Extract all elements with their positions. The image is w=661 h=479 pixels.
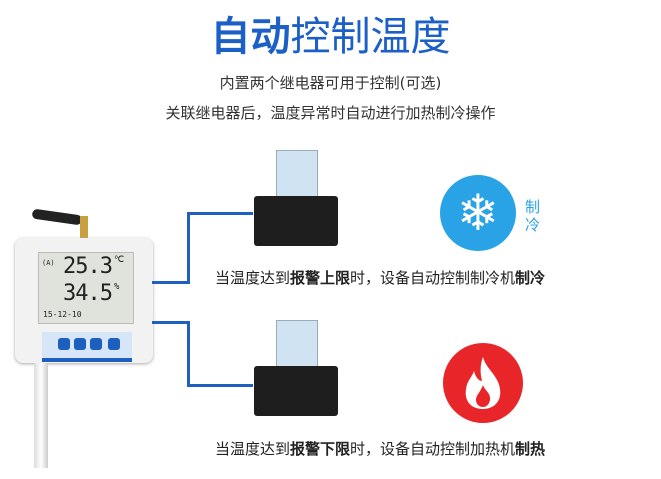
subtitle-1: 内置两个继电器可用于控制(可选) (219, 74, 442, 92)
caption-bold: 报警上限 (290, 269, 351, 287)
mute-button[interactable] (108, 338, 120, 350)
antenna-base (80, 216, 88, 240)
subtitle-2: 关联继电器后，温度异常时自动进行加热制冷操作 (165, 104, 496, 122)
caption-bold: 制冷 (515, 269, 546, 287)
wire (187, 384, 253, 387)
lcd-temperature-row: 25.3 ℃ (63, 255, 124, 279)
lcd-hum-unit: % (113, 282, 120, 292)
lcd-date: 15-12-10 (43, 310, 82, 319)
caption-bold: 报警下限 (290, 440, 351, 458)
flame-icon (443, 343, 523, 423)
antenna (31, 208, 83, 226)
caption-text: 当温度达到 (215, 440, 291, 458)
down-button[interactable] (90, 338, 102, 350)
heating-caption: 当温度达到报警下限时，设备自动控制加热机制热 (215, 438, 545, 459)
cooling-caption: 当温度达到报警上限时，设备自动控制制冷机制冷 (215, 267, 545, 288)
cooling-label: 制冷 (525, 198, 540, 234)
title-normal: 控制温度 (290, 14, 451, 60)
lcd-screen: (A) 25.3 ℃ 34.5 % 15-12-10 (38, 252, 134, 324)
probe (34, 363, 48, 468)
title-bold: 自动 (210, 14, 291, 60)
back-button[interactable] (58, 338, 70, 350)
wire (152, 281, 190, 284)
up-button[interactable] (74, 338, 86, 350)
page-title: 自动控制温度 (0, 12, 661, 62)
wire (187, 321, 190, 387)
cooling-label-2: 冷 (525, 216, 541, 234)
wire (152, 321, 190, 324)
lcd-humidity: 34.5 (63, 281, 113, 306)
lcd-temp-unit: ℃ (113, 255, 125, 265)
caption-text: 当温度达到 (215, 269, 291, 287)
cooling-label-1: 制 (525, 198, 541, 216)
caption-bold: 制热 (515, 440, 546, 458)
caption-text: 时，设备自动控制加热机 (350, 440, 516, 458)
lcd-temperature: 25.3 (63, 254, 113, 279)
snowflake-icon: ❄ (440, 175, 516, 251)
lcd-mode: (A) (42, 259, 55, 267)
wire (187, 212, 253, 215)
sensor-device: (A) 25.3 ℃ 34.5 % 15-12-10 (10, 208, 155, 470)
lcd-humidity-row: 34.5 % (63, 282, 119, 306)
wire (187, 212, 190, 284)
caption-text: 时，设备自动控制制冷机 (350, 269, 516, 287)
button-panel (42, 332, 132, 362)
relay-1 (248, 150, 340, 250)
relay-2 (248, 320, 340, 420)
